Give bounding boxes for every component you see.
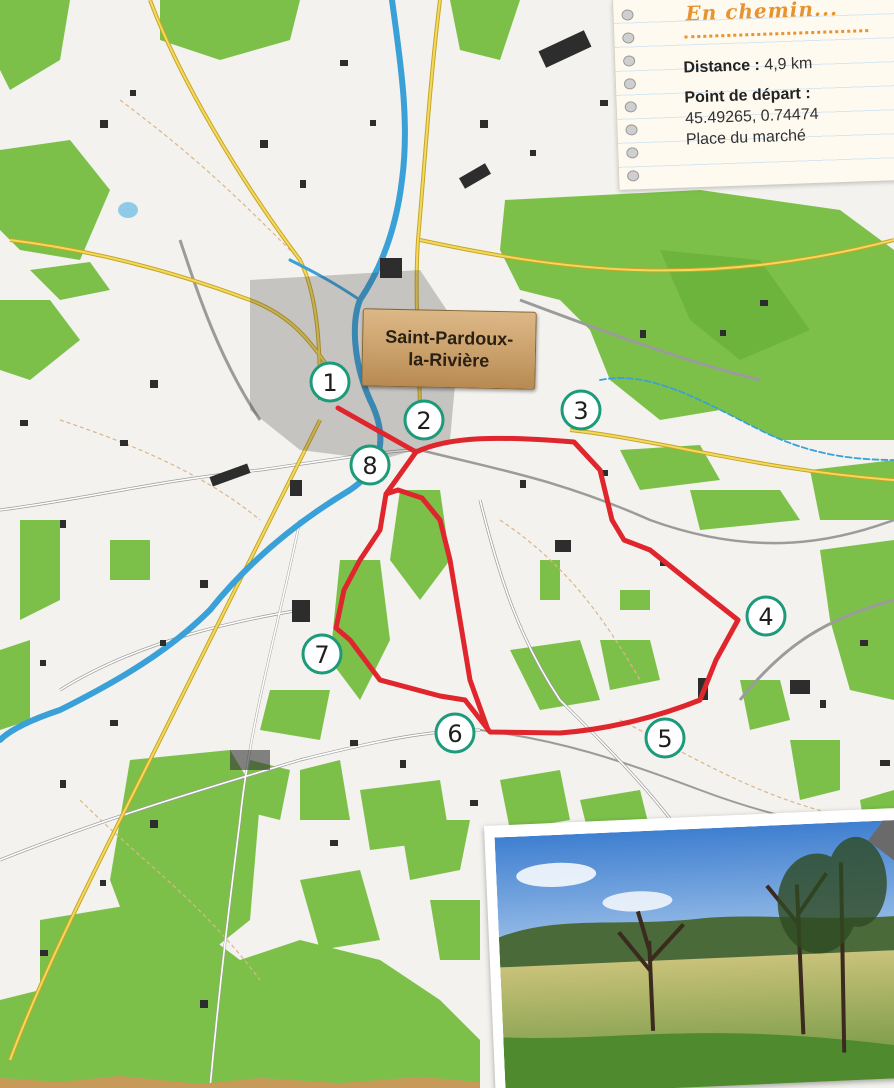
- waypoint-label: 2: [416, 407, 431, 435]
- waypoint-label: 8: [362, 452, 377, 480]
- distance-value: 4,9 km: [763, 55, 813, 74]
- waypoint-6[interactable]: 6: [434, 712, 476, 754]
- hiking-route: [333, 405, 741, 736]
- waypoint-label: 5: [657, 725, 672, 753]
- binder-rings: [621, 9, 641, 193]
- waypoint-label: 3: [573, 397, 588, 425]
- waypoint-3[interactable]: 3: [560, 389, 602, 431]
- paper-edge: [0, 1076, 480, 1088]
- town-label-sign: Saint-Pardoux- la-Rivière: [361, 308, 537, 390]
- info-card-title: En chemin...: [685, 0, 839, 26]
- title-underline: [684, 29, 869, 39]
- photo-illustration: [494, 819, 894, 1088]
- waypoint-7[interactable]: 7: [301, 633, 343, 675]
- pond: [118, 202, 138, 218]
- landscape-photo-icon: [494, 819, 894, 1088]
- info-card: En chemin... Distance : 4,9 km Point de …: [612, 0, 894, 190]
- waypoint-1[interactable]: 1: [309, 361, 351, 403]
- start-label: Point de départ :: [684, 85, 811, 107]
- distance-row: Distance : 4,9 km: [683, 55, 812, 77]
- waypoint-label: 7: [314, 641, 329, 669]
- waypoint-2[interactable]: 2: [403, 399, 445, 441]
- start-coords: 45.49265, 0.74474: [684, 105, 819, 128]
- town-name: Saint-Pardoux- la-Rivière: [385, 326, 514, 371]
- waypoint-5[interactable]: 5: [644, 717, 686, 759]
- waypoint-label: 1: [322, 369, 337, 397]
- start-label-row: Point de départ :: [684, 85, 811, 107]
- start-place: Place du marché: [685, 127, 807, 149]
- waypoint-4[interactable]: 4: [745, 595, 787, 637]
- waypoint-label: 4: [758, 603, 773, 631]
- distance-label: Distance :: [683, 56, 761, 77]
- waypoint-8[interactable]: 8: [349, 444, 391, 486]
- waypoint-label: 6: [447, 720, 462, 748]
- landscape-photo: [484, 807, 894, 1088]
- waypoint-markers: 1 2 3 4 5 6 7: [301, 361, 787, 759]
